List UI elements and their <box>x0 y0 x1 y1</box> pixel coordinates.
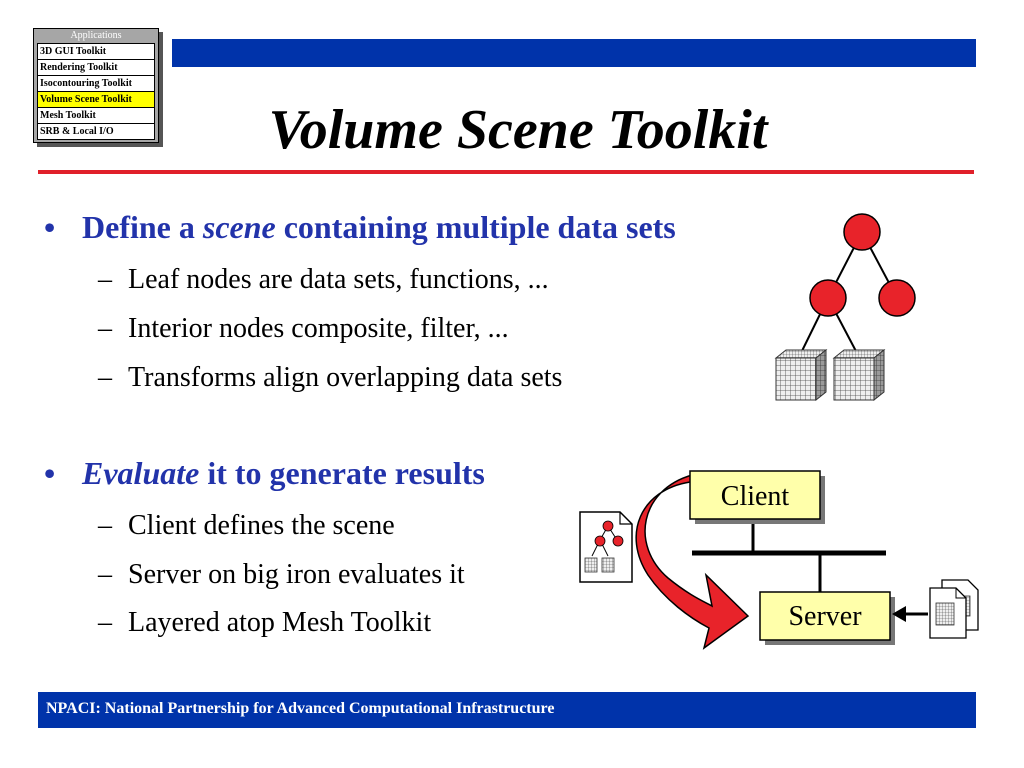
nav-item-mesh-toolkit[interactable]: Mesh Toolkit <box>38 108 154 124</box>
sub-bullet-text: Leaf nodes are data sets, functions, ... <box>128 264 549 295</box>
bullet-text-pre: Define a <box>82 209 203 245</box>
server-box: Server <box>759 591 895 645</box>
tree-root-node <box>843 213 881 251</box>
nav-item-3d-gui-toolkit[interactable]: 3D GUI Toolkit <box>38 44 154 60</box>
server-label: Server <box>788 601 862 632</box>
dash-glyph: – <box>98 559 112 590</box>
bullet-text-emphasis: scene <box>202 209 276 245</box>
header-bar <box>172 39 976 67</box>
tree-interior-node <box>809 279 847 317</box>
dash-glyph: – <box>98 607 112 638</box>
scene-tree-graphic <box>774 213 916 402</box>
bullet-glyph: • <box>44 209 56 245</box>
dash-glyph: – <box>98 362 112 393</box>
sub-bullet-text: Server on big iron evaluates it <box>128 559 465 590</box>
page-title: Volume Scene Toolkit <box>268 99 768 161</box>
tree-leaf-node <box>878 279 916 317</box>
applications-nav: Applications 3D GUI Toolkit Rendering To… <box>33 28 159 143</box>
nav-item-isocontouring-toolkit[interactable]: Isocontouring Toolkit <box>38 76 154 92</box>
title-divider <box>38 170 974 174</box>
client-label: Client <box>721 481 790 512</box>
nav-item-srb-local-io[interactable]: SRB & Local I/O <box>40 126 114 137</box>
bullet-glyph: • <box>44 455 56 491</box>
sub-bullet-text: Transforms align overlapping data sets <box>128 362 563 393</box>
network-connections <box>692 518 886 592</box>
footer-text: NPACI: National Partnership for Advanced… <box>46 700 555 717</box>
scene-document-icon <box>579 511 633 583</box>
bullet-text: Define a scene containing multiple data … <box>82 209 676 246</box>
nav-title: Applications <box>70 30 122 41</box>
bullet-text: Evaluate it to generate results <box>82 455 485 492</box>
nav-list: 3D GUI Toolkit Rendering Toolkit Isocont… <box>37 43 155 140</box>
sub-bullet-text: Client defines the scene <box>128 510 395 541</box>
client-box: Client <box>689 470 825 524</box>
nav-item-volume-scene-toolkit[interactable]: Volume Scene Toolkit <box>38 92 154 108</box>
arrow-left-icon <box>892 606 928 622</box>
bullet-text-post: it to generate results <box>199 455 485 491</box>
nav-item-rendering-toolkit[interactable]: Rendering Toolkit <box>38 60 154 76</box>
sub-bullet-text: Layered atop Mesh Toolkit <box>128 607 432 638</box>
curved-arrow-icon <box>635 473 750 650</box>
dash-glyph: – <box>98 313 112 344</box>
dataset-cube-icon <box>832 348 886 402</box>
bullet-text-emphasis: Evaluate <box>82 455 200 491</box>
dash-glyph: – <box>98 510 112 541</box>
dash-glyph: – <box>98 264 112 295</box>
sub-bullet-text: Interior nodes composite, filter, ... <box>128 313 509 344</box>
bullet-text-post: containing multiple data sets <box>275 209 676 245</box>
footer-bar: NPACI: National Partnership for Advanced… <box>38 692 976 728</box>
dataset-cube-icon <box>774 348 828 402</box>
data-files-icon <box>929 579 979 639</box>
